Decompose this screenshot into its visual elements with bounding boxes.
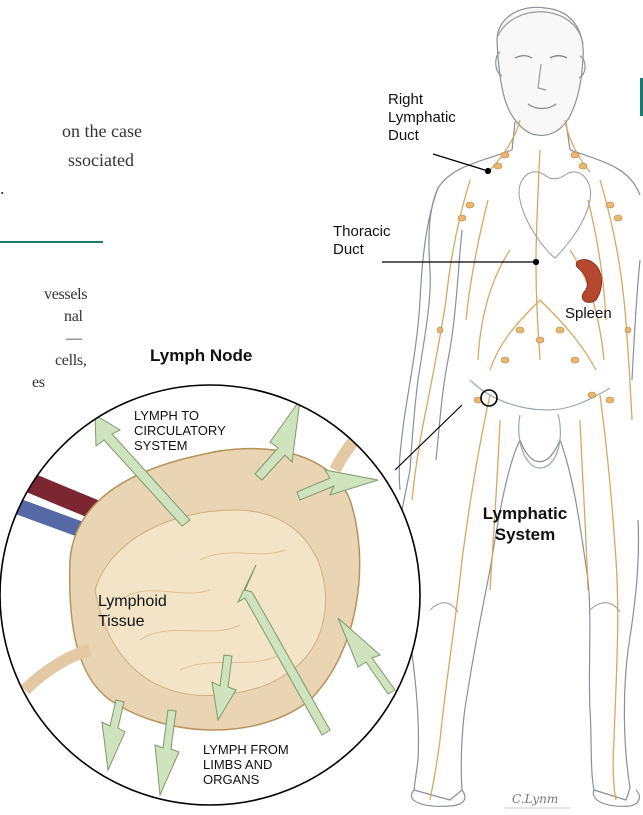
- lymphatic-vessels: [412, 120, 632, 800]
- heart-outline: [519, 172, 591, 258]
- label-right-lymphatic-duct: Right Lymphatic Duct: [388, 91, 456, 145]
- text-fragment: vessels: [44, 286, 87, 304]
- text-fragment: —: [66, 330, 82, 348]
- text-fragment: es: [32, 374, 45, 392]
- label-thoracic-duct: Thoracic Duct: [333, 223, 391, 259]
- leader-lines: [382, 154, 539, 470]
- label-lymph-to-circulatory: LYMPH TO CIRCULATORY SYSTEM: [134, 408, 226, 453]
- artist-signature: C.Lynm: [512, 792, 558, 806]
- section-rule: [0, 241, 103, 243]
- text-fragment: cells,: [55, 352, 87, 370]
- text-fragment: ssociated: [68, 150, 134, 171]
- label-lymphoid-tissue: Lymphoid Tissue: [98, 592, 167, 632]
- label-lymph-node: Lymph Node: [150, 345, 252, 366]
- label-lymphatic-system: Lymphatic System: [470, 503, 580, 545]
- label-spleen: Spleen: [565, 305, 612, 323]
- label-lymph-from-limbs: LYMPH FROM LIMBS AND ORGANS: [203, 742, 289, 787]
- spleen-organ: [576, 260, 601, 303]
- text-fragment: on the case: [62, 121, 142, 142]
- text-fragment: nal: [64, 308, 83, 326]
- text-fragment: .: [0, 178, 5, 199]
